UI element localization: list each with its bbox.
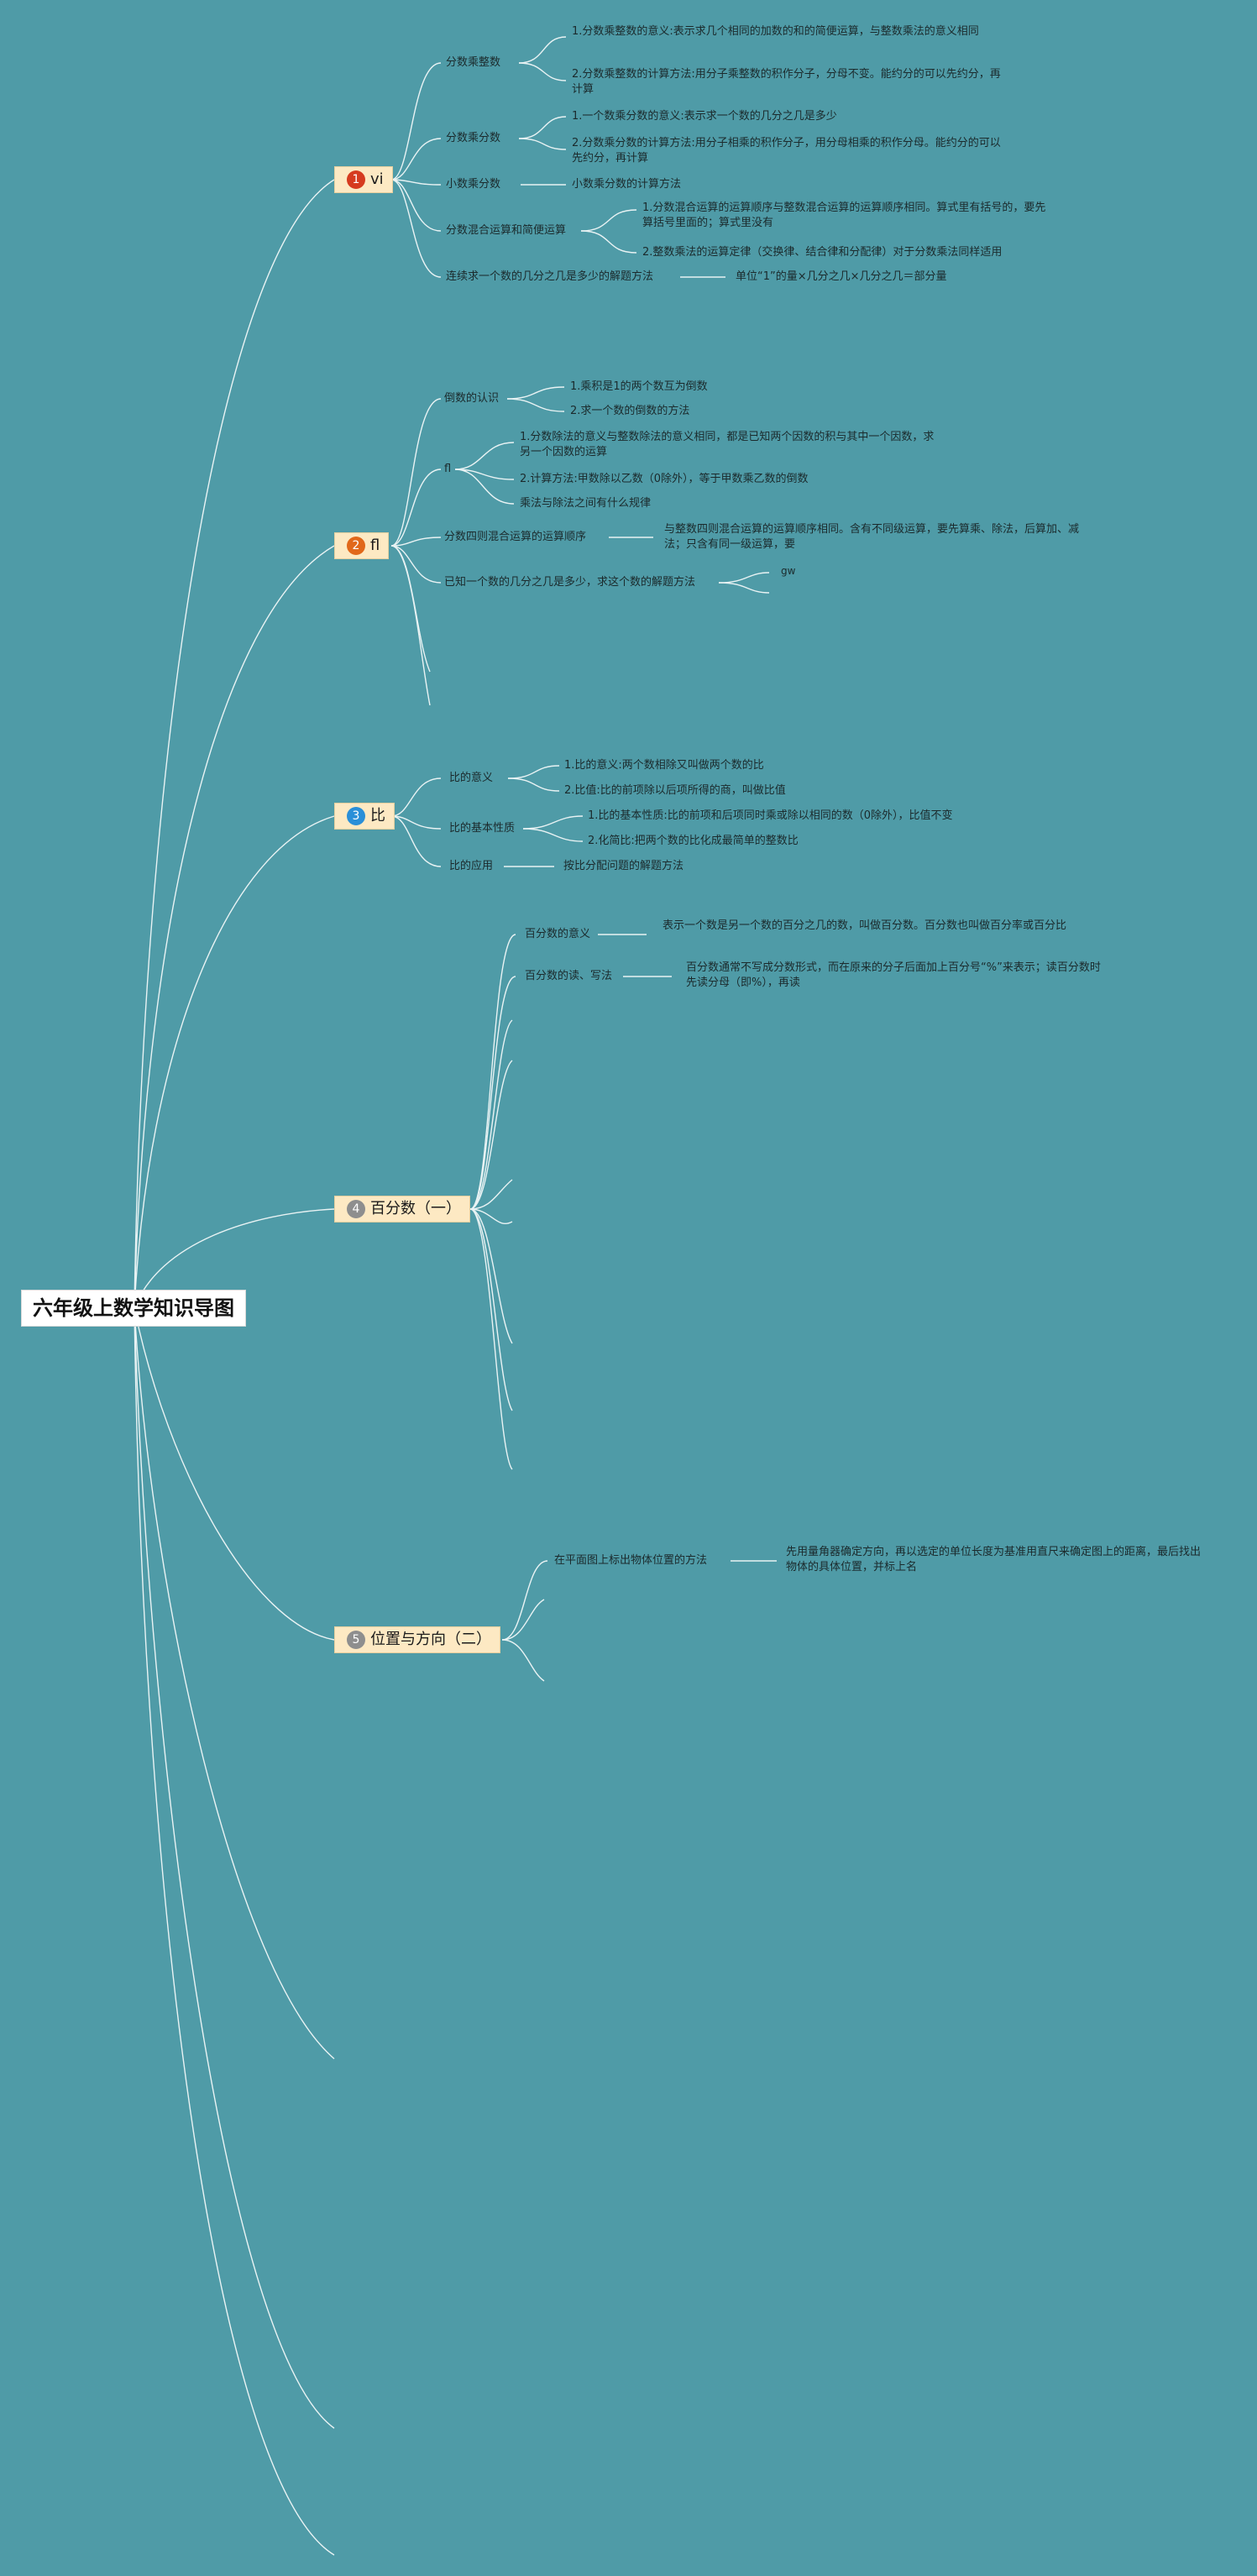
topic-node[interactable]: 比的应用 [449,860,494,872]
topic-node[interactable]: 比的意义 [449,772,494,784]
topic-node[interactable]: 分数混合运算和简便运算 [446,224,567,237]
leaf-node[interactable]: 单位“1”的量×几分之几×几分之几＝部分量 [736,270,947,283]
leaf-node[interactable]: 1.一个数乘分数的意义:表示求一个数的几分之几是多少 [572,110,837,123]
topic-node[interactable]: 连续求一个数的几分之几是多少的解题方法 [446,270,654,283]
leaf-node[interactable]: 先用量角器确定方向，再以选定的单位长度为基准用直尺来确定图上的距离，最后找出物体… [786,1546,1202,1573]
leaf-node[interactable]: 与整数四则混合运算的运算顺序相同。含有不同级运算，要先算乘、除法，后算加、减法；… [664,523,1080,551]
leaf-node[interactable]: 1.比的基本性质:比的前项和后项同时乘或除以相同的数（0除外），比值不变 [588,809,953,822]
category-4-node[interactable]: 4 百分数（一） [334,1196,470,1223]
category-label: 比 [370,807,385,825]
number-badge: 5 [347,1631,365,1649]
category-3-node[interactable]: 3 比 [334,803,395,830]
leaf-node[interactable]: 按比分配问题的解题方法 [563,860,684,872]
topic-node[interactable]: 百分数的意义 [525,928,591,940]
root-node-title[interactable]: 六年级上数学知识导图 [21,1290,246,1327]
leaf-node[interactable]: 1.分数除法的意义与整数除法的意义相同，都是已知两个因数的积与其中一个因数，求另… [520,431,935,458]
number-badge: 1 [347,170,365,189]
leaf-node[interactable]: 2.比值:比的前项除以后项所得的商，叫做比值 [564,784,786,797]
leaf-node[interactable]: 表示一个数是另一个数的百分之几的数，叫做百分数。百分数也叫做百分率或百分比 [663,919,1067,932]
category-label: fl [370,537,380,554]
topic-node[interactable]: fl [444,463,452,475]
category-label: 百分数（一） [370,1200,461,1217]
leaf-node[interactable]: 2.分数乘分数的计算方法:用分子相乘的积作分子，用分母相乘的积作分母。能约分的可… [572,137,1001,165]
leaf-node[interactable]: 百分数通常不写成分数形式，而在原来的分子后面加上百分号“%”来表示；读百分数时先… [686,961,1101,989]
topic-node[interactable]: 已知一个数的几分之几是多少，求这个数的解题方法 [444,576,696,589]
topic-node[interactable]: 倒数的认识 [444,392,500,405]
leaf-node[interactable]: 1.比的意义:两个数相除又叫做两个数的比 [564,759,764,772]
leaf-node[interactable]: 2.化简比:把两个数的比化成最简单的整数比 [588,835,799,847]
topic-node[interactable]: 分数四则混合运算的运算顺序 [444,531,587,543]
topic-node[interactable]: 小数乘分数 [446,178,501,191]
leaf-node[interactable]: 2.求一个数的倒数的方法 [570,405,690,417]
number-badge: 2 [347,537,365,555]
topic-node[interactable]: 百分数的读、写法 [525,970,613,982]
number-badge: 3 [347,807,365,825]
leaf-node[interactable]: 1.乘积是1的两个数互为倒数 [570,380,708,393]
category-label: 位置与方向（二） [370,1631,491,1648]
topic-node[interactable]: 分数乘整数 [446,56,501,69]
number-badge: 4 [347,1200,365,1218]
topic-node[interactable]: 在平面图上标出物体位置的方法 [554,1554,708,1567]
leaf-node[interactable]: 1.分数混合运算的运算顺序与整数混合运算的运算顺序相同。算式里有括号的，要先算括… [642,202,1046,229]
leaf-node[interactable]: 乘法与除法之间有什么规律 [520,497,652,510]
leaf-node[interactable]: gw [781,565,796,577]
leaf-node[interactable]: 1.分数乘整数的意义:表示求几个相同的加数的和的简便运算，与整数乘法的意义相同 [572,25,979,38]
category-5-node[interactable]: 5 位置与方向（二） [334,1626,500,1653]
leaf-node[interactable]: 2.整数乘法的运算定律（交换律、结合律和分配律）对于分数乘法同样适用 [642,246,1003,259]
leaf-node[interactable]: 小数乘分数的计算方法 [572,178,682,191]
category-1-node[interactable]: 1 vi [334,166,393,193]
category-2-node[interactable]: 2 fl [334,532,390,559]
category-label: vi [370,170,384,188]
leaf-node[interactable]: 2.计算方法:甲数除以乙数（0除外），等于甲数乘乙数的倒数 [520,473,809,485]
leaf-node[interactable]: 2.分数乘整数的计算方法:用分子乘整数的积作分子，分母不变。能约分的可以先约分，… [572,68,1001,96]
topic-node[interactable]: 比的基本性质 [449,822,516,835]
topic-node[interactable]: 分数乘分数 [446,132,501,144]
